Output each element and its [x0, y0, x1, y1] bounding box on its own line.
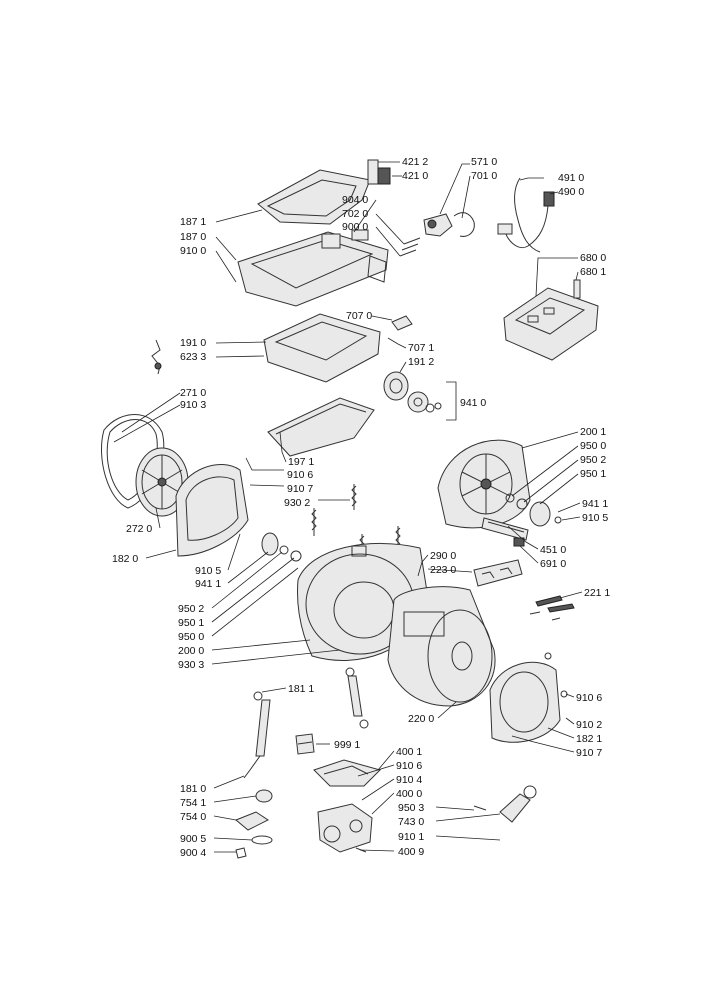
- label-187-1: 187 1: [180, 216, 206, 228]
- label-941-1-left: 941 1: [195, 578, 221, 590]
- label-623-3: 623 3: [180, 351, 206, 363]
- label-200-0: 200 0: [178, 645, 204, 657]
- label-221-1: 221 1: [584, 587, 610, 599]
- label-910-6-top: 910 6: [287, 469, 313, 481]
- bearing-left: [261, 532, 302, 562]
- label-900-0: 900 0: [342, 221, 368, 233]
- water-valve: [351, 212, 475, 257]
- drain-hose-parts: [235, 789, 273, 859]
- label-950-1-right: 950 1: [580, 468, 606, 480]
- label-900-5: 900 5: [180, 833, 206, 845]
- top-cover: [257, 169, 371, 225]
- label-707-0: 707 0: [346, 310, 372, 322]
- label-191-2: 191 2: [408, 356, 434, 368]
- label-421-0: 421 0: [402, 170, 428, 182]
- top-frame: [237, 231, 389, 307]
- label-191-0: 191 0: [180, 337, 206, 349]
- label-910-6-bottom: 910 6: [396, 760, 422, 772]
- label-680-1: 680 1: [580, 266, 606, 278]
- label-182-0: 182 0: [112, 553, 138, 565]
- label-910-4: 910 4: [396, 774, 422, 786]
- label-680-0: 680 0: [580, 252, 606, 264]
- label-491-0: 491 0: [558, 172, 584, 184]
- label-290-0: 290 0: [430, 550, 456, 562]
- label-187-0: 187 0: [180, 231, 206, 243]
- label-451-0: 451 0: [540, 544, 566, 556]
- small-sensor-623: [151, 339, 162, 375]
- label-701-0: 701 0: [471, 170, 497, 182]
- label-181-1: 181 1: [288, 683, 314, 695]
- label-197-1: 197 1: [288, 456, 314, 468]
- level-sensor: [387, 315, 413, 345]
- label-910-5-right: 910 5: [582, 512, 608, 524]
- counterweight: [473, 559, 523, 587]
- label-950-3: 950 3: [398, 802, 424, 814]
- label-754-0: 754 0: [180, 811, 206, 823]
- drum: [387, 586, 496, 707]
- label-910-1: 910 1: [398, 831, 424, 843]
- label-400-0: 400 0: [396, 788, 422, 800]
- drain-pump: [317, 803, 373, 853]
- side-flange-left: [175, 464, 249, 557]
- lid: [267, 397, 375, 457]
- label-941-0: 941 0: [460, 397, 486, 409]
- label-910-7-top: 910 7: [287, 483, 313, 495]
- label-910-0: 910 0: [180, 245, 206, 257]
- label-900-4: 900 4: [180, 847, 206, 859]
- label-910-7-right: 910 7: [576, 747, 602, 759]
- small-parts-221: [529, 595, 575, 621]
- label-999-1: 999 1: [334, 739, 360, 751]
- label-904-0: 904 0: [342, 194, 368, 206]
- label-950-0-right: 950 0: [580, 440, 606, 452]
- label-490-0: 490 0: [558, 186, 584, 198]
- bearing-group-upper: [407, 391, 442, 413]
- label-271-0: 271 0: [180, 387, 206, 399]
- rear-tub-half: [437, 439, 531, 529]
- heater: [481, 517, 529, 547]
- label-421-2: 421 2: [402, 156, 428, 168]
- label-950-2-left: 950 2: [178, 603, 204, 615]
- label-743-0: 743 0: [398, 816, 424, 828]
- label-182-1: 182 1: [576, 733, 602, 745]
- label-910-3: 910 3: [180, 399, 206, 411]
- label-181-0: 181 0: [180, 783, 206, 795]
- label-910-2: 910 2: [576, 719, 602, 731]
- label-754-1: 754 1: [180, 797, 206, 809]
- label-930-2: 930 2: [284, 497, 310, 509]
- label-200-1: 200 1: [580, 426, 606, 438]
- label-223-0: 223 0: [430, 564, 456, 576]
- pump-cover: [313, 759, 381, 787]
- pulley: [383, 371, 409, 401]
- label-950-2-right: 950 2: [580, 454, 606, 466]
- label-400-1: 400 1: [396, 746, 422, 758]
- label-950-0-left: 950 0: [178, 631, 204, 643]
- label-930-3: 930 3: [178, 659, 204, 671]
- label-707-1: 707 1: [408, 342, 434, 354]
- drum-pulley: [135, 447, 189, 517]
- label-702-0: 702 0: [342, 208, 368, 220]
- label-220-0: 220 0: [408, 713, 434, 725]
- label-910-5-left: 910 5: [195, 565, 221, 577]
- part-999: [295, 733, 315, 755]
- side-flange-right: [489, 652, 568, 743]
- label-941-1-right: 941 1: [582, 498, 608, 510]
- tub-top-ring: [263, 313, 381, 383]
- label-571-0: 571 0: [471, 156, 497, 168]
- label-400-9: 400 9: [398, 846, 424, 858]
- label-272-0: 272 0: [126, 523, 152, 535]
- electronic-board: [503, 279, 599, 361]
- power-cord: [497, 177, 555, 253]
- part-labels: 421 2 421 0 571 0 701 0 491 0 490 0 187 …: [112, 156, 610, 859]
- seals-right: [505, 493, 562, 527]
- label-910-6-right: 910 6: [576, 692, 602, 704]
- leader-lines: [113, 161, 583, 853]
- pressure-switch: [473, 785, 537, 823]
- door-lock: [367, 159, 391, 185]
- label-950-1-left: 950 1: [178, 617, 204, 629]
- label-691-0: 691 0: [540, 558, 566, 570]
- shock-absorbers: [243, 667, 369, 779]
